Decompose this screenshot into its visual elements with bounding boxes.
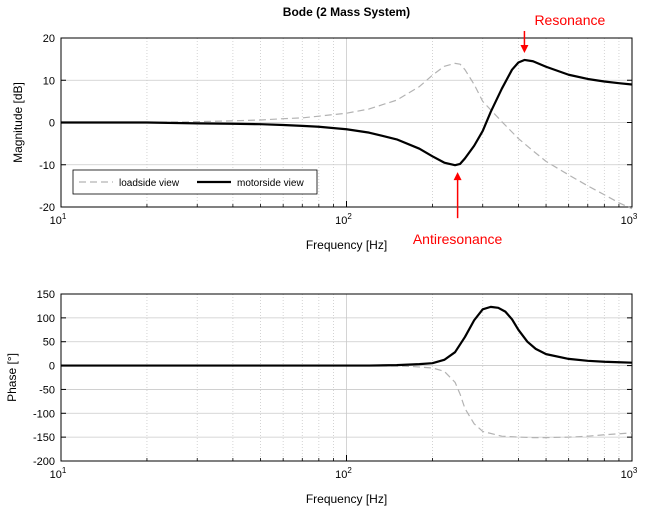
antiresonance-annotation: Antiresonance bbox=[413, 172, 503, 247]
x-tick-exponent: 3 bbox=[633, 466, 638, 475]
y-tick-label: -150 bbox=[33, 432, 55, 444]
y-tick-label: -200 bbox=[33, 456, 55, 468]
x-axis-label: Frequency [Hz] bbox=[306, 492, 387, 506]
y-tick-label: 100 bbox=[37, 313, 55, 325]
y-tick-label: 0 bbox=[49, 361, 55, 373]
x-tick-label: 101 bbox=[50, 212, 67, 227]
x-tick-label: 103 bbox=[621, 466, 638, 481]
x-tick-label: 102 bbox=[335, 212, 352, 227]
y-tick-label: -20 bbox=[39, 202, 55, 214]
x-tick-exponent: 3 bbox=[633, 212, 638, 221]
x-tick-base: 10 bbox=[335, 469, 347, 481]
legend: loadside view motorside view bbox=[72, 169, 318, 195]
grid bbox=[61, 38, 632, 207]
annotation-arrowhead bbox=[520, 44, 529, 53]
annotation-label: Antiresonance bbox=[413, 231, 503, 247]
y-tick-label: -50 bbox=[39, 384, 55, 396]
x-tick-exponent: 1 bbox=[62, 466, 67, 475]
x-tick-exponent: 2 bbox=[347, 466, 352, 475]
grid bbox=[61, 294, 632, 461]
resonance-annotation: Resonance bbox=[520, 12, 605, 53]
motorside-series-line bbox=[61, 58, 633, 167]
x-axis-label: Frequency [Hz] bbox=[306, 238, 387, 252]
y-axis-label: Phase [°] bbox=[5, 353, 19, 402]
y-tick-label: 10 bbox=[43, 75, 55, 87]
annotation-arrowhead bbox=[453, 172, 462, 181]
y-tick-label: -100 bbox=[33, 408, 55, 420]
x-tick-base: 10 bbox=[50, 469, 62, 481]
y-tick-label: -10 bbox=[39, 160, 55, 172]
annotation-label: Resonance bbox=[534, 12, 605, 28]
motorside-series-line bbox=[61, 305, 633, 367]
loadside-series-line bbox=[61, 62, 633, 210]
legend-entry-motorside-label: motorside view bbox=[237, 178, 304, 189]
y-tick-label: 20 bbox=[43, 33, 55, 45]
x-tick-exponent: 2 bbox=[347, 212, 352, 221]
legend-entry-loadside-label: loadside view bbox=[119, 178, 180, 189]
x-tick-base: 10 bbox=[621, 215, 633, 227]
x-tick-exponent: 1 bbox=[62, 212, 67, 221]
y-tick-label: 0 bbox=[49, 118, 55, 130]
x-tick-base: 10 bbox=[50, 215, 62, 227]
x-tick-base: 10 bbox=[335, 215, 347, 227]
y-tick-label: 50 bbox=[43, 337, 55, 349]
x-tick-label: 101 bbox=[50, 466, 67, 481]
y-axis-label: Magnitude [dB] bbox=[11, 82, 25, 163]
x-tick-label: 103 bbox=[621, 212, 638, 227]
x-tick-base: 10 bbox=[621, 469, 633, 481]
chart-title: Bode (2 Mass System) bbox=[283, 5, 410, 19]
legend-box bbox=[72, 169, 318, 195]
y-tick-label: 150 bbox=[37, 289, 55, 301]
x-tick-label: 102 bbox=[335, 466, 352, 481]
